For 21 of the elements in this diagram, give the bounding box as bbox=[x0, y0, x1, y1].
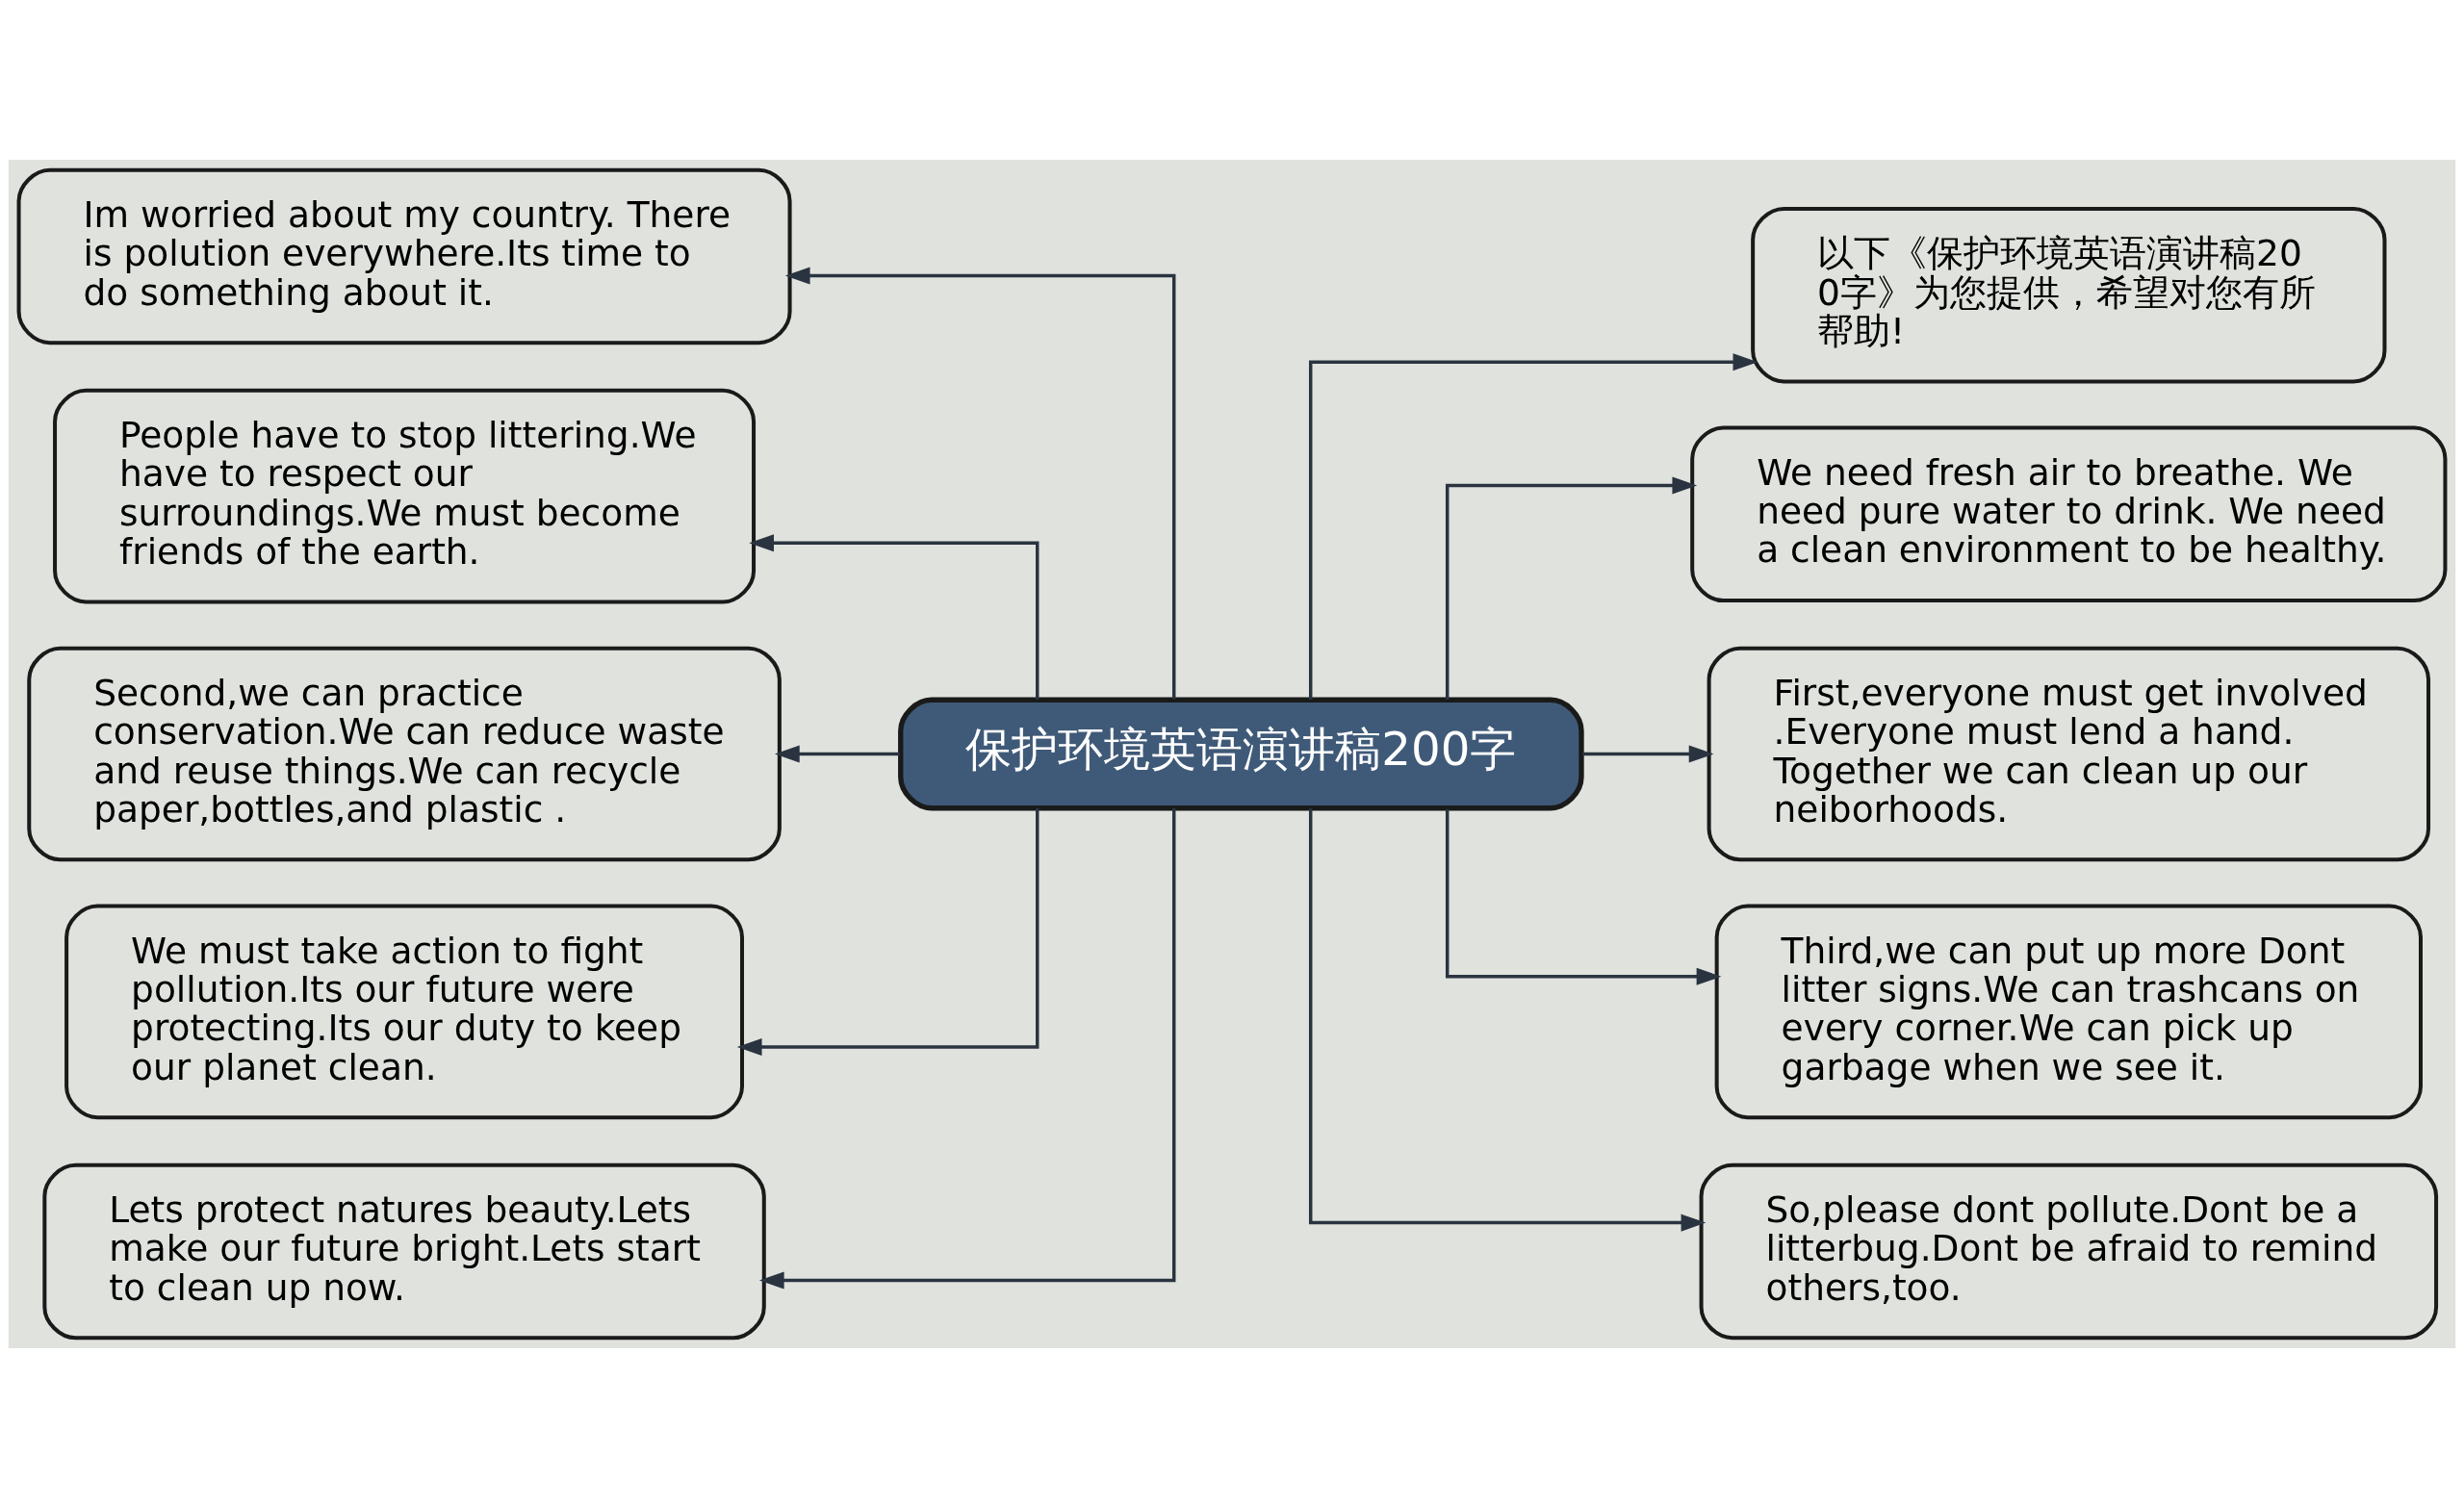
node-box: We must take action to fight pollution.Its our future were protecting.Its our duty to keep our planet clean. bbox=[64, 904, 744, 1119]
node-box: Third,we can put up more Dont litter signs.We can trashcans on every corner.We can pick up garbage when we see it. bbox=[1714, 904, 2423, 1119]
node-box: 以下《保护环境英语演讲稿200字》为您提供，希望对您有所帮助! bbox=[1751, 206, 2387, 383]
node-box: People have to stop littering.We have to respect our surroundings.We must become friends of the earth. bbox=[53, 388, 757, 603]
node-box: First,everyone must get involved .Everyone must lend a hand. Together we can clean up our neiborhoods. bbox=[1707, 646, 2431, 861]
arrow bbox=[1308, 352, 1758, 700]
node-box: Im worried about my country. There is polution everywhere.Its time to do something about it. bbox=[16, 167, 792, 345]
arrow bbox=[784, 267, 1176, 699]
arrow bbox=[736, 807, 1040, 1056]
node-box: Lets protect natures beauty.Lets make our future bright.Lets start to clean up now. bbox=[42, 1162, 766, 1340]
node-box: So,please dont pollute.Dont be a litterbug.Dont be afraid to remind others,too. bbox=[1699, 1162, 2439, 1340]
arrow bbox=[1445, 808, 1722, 985]
node-box: We need fresh air to breathe. We need pure water to drink. We need a clean environment to be healthy. bbox=[1690, 425, 2448, 602]
arrow bbox=[749, 533, 1040, 700]
arrow bbox=[774, 745, 900, 762]
arrow bbox=[1308, 807, 1707, 1232]
node-box: Second,we can practice conservation.We can reduce waste and reuse things.We can recycle paper,bottles,and plastic . bbox=[27, 646, 782, 861]
node-box: 保护环境英语演讲稿200字 bbox=[898, 697, 1584, 810]
arrow bbox=[1582, 745, 1714, 762]
arrow bbox=[1445, 475, 1698, 700]
arrow bbox=[758, 807, 1176, 1289]
